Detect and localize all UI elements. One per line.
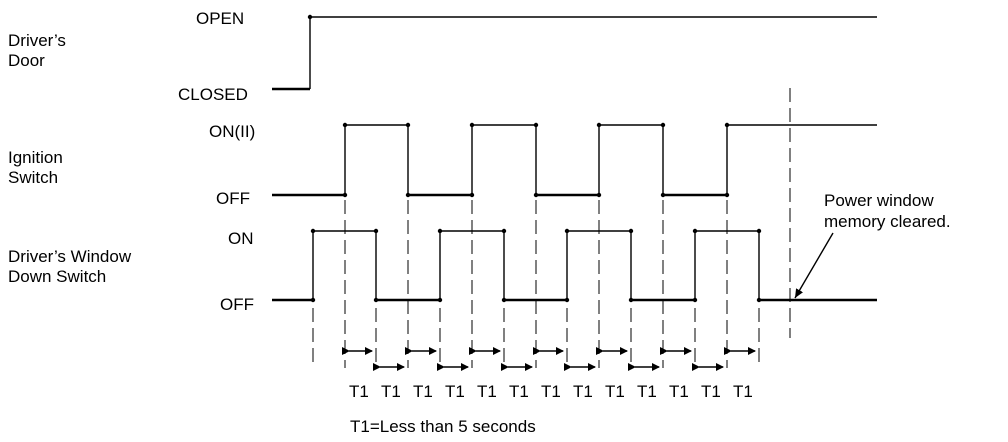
interval-label: T1 [637, 382, 657, 401]
ignition-dot [724, 192, 730, 198]
ignition-dot [405, 192, 411, 198]
ignition-on-final [726, 124, 877, 195]
window-dot [628, 297, 634, 303]
memory-cleared-annotation: Power window memory cleared. [794, 191, 951, 299]
window-high-label: ON [228, 229, 254, 248]
interval-label: T1 [445, 382, 465, 401]
window-dot [310, 297, 316, 303]
ignition-dot [405, 122, 411, 128]
window-dot [373, 297, 379, 303]
door-name-line1: Driver’s [8, 31, 66, 50]
ignition-dot [342, 192, 348, 198]
window-dot [501, 297, 507, 303]
interval-label: T1 [605, 382, 625, 401]
ignition-dot [469, 122, 475, 128]
ignition-dot [596, 192, 602, 198]
door-low-label: CLOSED [178, 85, 248, 104]
window-dot [501, 228, 507, 234]
ignition-dot [660, 122, 666, 128]
ignition-dot [533, 122, 539, 128]
timing-markers [312, 88, 791, 368]
ignition-on-pulse-1 [344, 124, 409, 195]
window-dot [373, 228, 379, 234]
interval-label: T1 [669, 382, 689, 401]
ignition-dot [660, 192, 666, 198]
door-open-segment [309, 16, 877, 89]
window-name-line1: Driver’s Window [8, 247, 132, 266]
ignition-dot [469, 192, 475, 198]
window-dot [564, 297, 570, 303]
window-dot [437, 228, 443, 234]
window-dot [628, 228, 634, 234]
interval-arrows [342, 347, 756, 371]
interval-label: T1 [349, 382, 369, 401]
ignition-on-pulse-2 [471, 124, 537, 195]
window-signal-name: Driver’s Window Down Switch [8, 247, 132, 286]
door-name-line2: Door [8, 51, 45, 70]
ignition-on-pulse-3 [598, 124, 664, 195]
interval-label: T1 [733, 382, 753, 401]
ignition-signal-name: Ignition Switch [8, 148, 63, 187]
door-signal-name: Driver’s Door [8, 31, 66, 70]
window-dot [756, 297, 762, 303]
interval-definition-note: T1=Less than 5 seconds [350, 417, 536, 436]
window-dot [692, 297, 698, 303]
window-low-label: OFF [220, 295, 254, 314]
window-dot [310, 228, 316, 234]
door-high-label: OPEN [196, 9, 244, 28]
interval-label: T1 [477, 382, 497, 401]
ignition-dot [724, 122, 730, 128]
interval-label: T1 [541, 382, 561, 401]
ignition-waveform [272, 122, 877, 198]
interval-label: T1 [573, 382, 593, 401]
interval-labels: T1 T1 T1 T1 T1 T1 T1 T1 T1 T1 T1 T1 T1 [349, 382, 753, 401]
ignition-high-label: ON(II) [209, 122, 255, 141]
window-dot [692, 228, 698, 234]
window-name-line2: Down Switch [8, 267, 106, 286]
annotation-line1: Power window [824, 191, 934, 210]
door-waveform [272, 14, 877, 91]
interval-label: T1 [413, 382, 433, 401]
window-dot [564, 228, 570, 234]
interval-label: T1 [509, 382, 529, 401]
ignition-name-line2: Switch [8, 168, 58, 187]
window-dot [437, 297, 443, 303]
ignition-name-line1: Ignition [8, 148, 63, 167]
interval-label: T1 [381, 382, 401, 401]
annotation-line2: memory cleared. [824, 212, 951, 231]
ignition-dot [533, 192, 539, 198]
ignition-dot [342, 122, 348, 128]
interval-label: T1 [701, 382, 721, 401]
window-switch-waveform [272, 228, 877, 303]
ignition-low-label: OFF [216, 189, 250, 208]
door-transition-dot [307, 14, 313, 20]
window-dot [756, 228, 762, 234]
ignition-dot [596, 122, 602, 128]
annotation-arrow [794, 232, 834, 299]
